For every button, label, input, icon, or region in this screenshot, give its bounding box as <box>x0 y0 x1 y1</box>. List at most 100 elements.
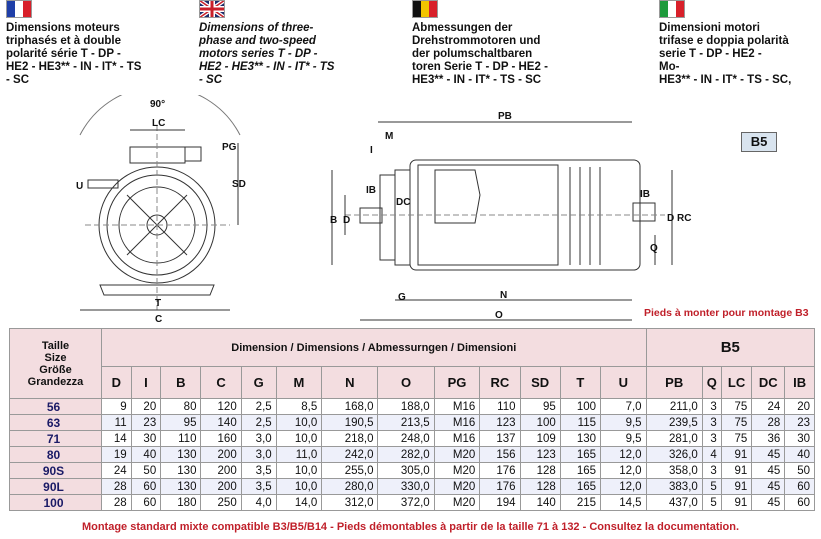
b5-header: B5 <box>645 328 816 367</box>
column-header-pb: PB <box>645 366 703 399</box>
value-cell: M16 <box>433 398 481 415</box>
dim-q-label: Q <box>650 243 658 254</box>
value-cell: 80 <box>160 398 202 415</box>
value-cell: 12,0 <box>600 462 647 479</box>
value-cell: 140 <box>200 414 242 431</box>
value-cell: M16 <box>433 430 481 447</box>
value-cell: 10,0 <box>275 414 323 431</box>
value-cell: 213,5 <box>377 414 435 431</box>
value-cell: 11,0 <box>275 446 323 463</box>
value-cell: 180 <box>160 494 202 511</box>
value-cell: 3 <box>701 414 722 431</box>
lang-block-en: Dimensions of three- phase and two-speed… <box>199 0 369 87</box>
value-cell: 250 <box>200 494 242 511</box>
lang-block-it: Dimensioni motori trifase e doppia polar… <box>659 0 819 87</box>
flag-france-icon <box>6 0 32 18</box>
dim-ib-left-label: IB <box>366 185 376 196</box>
value-cell: 10,0 <box>275 430 323 447</box>
column-header-sd: SD <box>519 366 561 399</box>
value-cell: 165 <box>559 462 602 479</box>
value-cell: 19 <box>101 446 132 463</box>
value-cell: 24 <box>751 398 786 415</box>
dim-pg-label: PG <box>222 142 237 153</box>
value-cell: 28 <box>101 478 132 495</box>
column-header-o: O <box>377 366 435 399</box>
taille-header: Taille Size Größe Grandezza <box>9 328 102 399</box>
dim-o-label: O <box>495 310 503 321</box>
value-cell: 45 <box>751 494 786 511</box>
value-cell: M20 <box>433 494 481 511</box>
value-cell: 188,0 <box>377 398 435 415</box>
value-cell: 30 <box>130 430 162 447</box>
end-view-diagram <box>79 95 241 311</box>
value-cell: 45 <box>751 446 786 463</box>
flag-italy-icon <box>659 0 685 18</box>
value-cell: 110 <box>160 430 202 447</box>
value-cell: 7,0 <box>600 398 647 415</box>
value-cell: 45 <box>751 462 786 479</box>
value-cell: 168,0 <box>321 398 379 415</box>
value-cell: 200 <box>200 478 242 495</box>
value-cell: 123 <box>479 414 521 431</box>
column-header-dc: DC <box>751 366 786 399</box>
size-cell: 56 <box>9 398 102 415</box>
lang-block-de: Abmessungen der Drehstrommotoren und der… <box>412 0 587 87</box>
value-cell: 14,0 <box>275 494 323 511</box>
dim-i-label: I <box>370 145 373 156</box>
taille-header-text: Taille Size Größe Grandezza <box>27 339 84 388</box>
value-cell: 50 <box>130 462 162 479</box>
value-cell: 28 <box>751 414 786 431</box>
value-cell: 176 <box>479 462 521 479</box>
column-header-t: T <box>559 366 602 399</box>
value-cell: 9,5 <box>600 430 647 447</box>
motor-dimension-drawing: 90° LC PG U SD T C M I PB IB DC B D IB D… <box>76 95 691 325</box>
side-view-diagram <box>331 121 673 321</box>
dim-d-right-label: D <box>667 213 674 224</box>
value-cell: 3,0 <box>240 446 277 463</box>
value-cell: M20 <box>433 462 481 479</box>
value-cell: 10,0 <box>275 478 323 495</box>
size-cell: 80 <box>9 446 102 463</box>
value-cell: 330,0 <box>377 478 435 495</box>
value-cell: 372,0 <box>377 494 435 511</box>
value-cell: 12,0 <box>600 478 647 495</box>
value-cell: 75 <box>720 398 753 415</box>
value-cell: 312,0 <box>321 494 379 511</box>
value-cell: 2,5 <box>240 414 277 431</box>
lang-text-de: Abmessungen der Drehstrommotoren und der… <box>412 22 548 86</box>
dimension-table: Taille Size Größe Grandezza Dimension / … <box>9 328 816 511</box>
value-cell: 50 <box>784 462 815 479</box>
dim-rc-label: RC <box>677 213 691 224</box>
value-cell: 23 <box>784 414 815 431</box>
column-header-c: C <box>200 366 242 399</box>
value-cell: 8,5 <box>275 398 323 415</box>
dim-m-label: M <box>385 131 393 142</box>
lang-text-it: Dimensioni motori trifase e doppia polar… <box>659 22 792 86</box>
value-cell: 28 <box>101 494 132 511</box>
angle-label: 90° <box>150 99 165 110</box>
value-cell: 239,5 <box>645 414 703 431</box>
value-cell: 91 <box>720 494 753 511</box>
value-cell: 4 <box>701 446 722 463</box>
value-cell: 91 <box>720 478 753 495</box>
value-cell: 3,5 <box>240 478 277 495</box>
value-cell: 165 <box>559 446 602 463</box>
value-cell: 100 <box>559 398 602 415</box>
value-cell: 305,0 <box>377 462 435 479</box>
column-header-ib: IB <box>784 366 815 399</box>
dim-ib-right-label: IB <box>640 189 650 200</box>
value-cell: 115 <box>559 414 602 431</box>
value-cell: 60 <box>130 494 162 511</box>
value-cell: 2,5 <box>240 398 277 415</box>
size-cell: 71 <box>9 430 102 447</box>
size-cell: 90L <box>9 478 102 495</box>
footer-note: Montage standard mixte compatible B3/B5/… <box>81 521 740 533</box>
feet-mount-note: Pieds à monter pour montage B3 <box>644 307 809 319</box>
value-cell: 12,0 <box>600 446 647 463</box>
